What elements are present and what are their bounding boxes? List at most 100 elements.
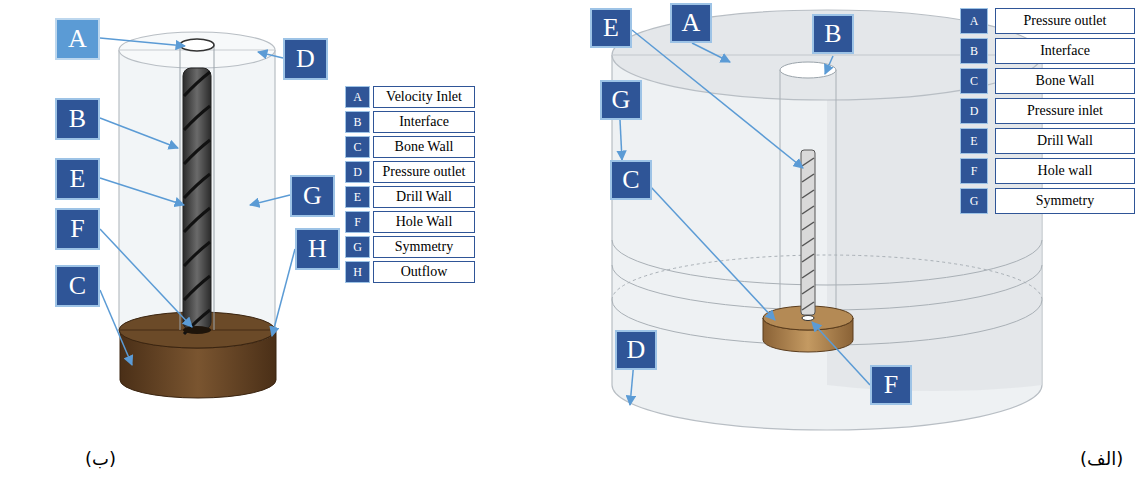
callout-letter: D xyxy=(353,165,362,180)
cylinder-top xyxy=(119,32,275,68)
region-bands xyxy=(612,240,1042,345)
legend-label: Symmetry xyxy=(1036,193,1094,209)
hole xyxy=(183,326,211,334)
flute xyxy=(802,222,814,230)
legend-label: Interface xyxy=(1040,43,1090,59)
callout-letter: D xyxy=(970,104,979,119)
legend-key: B xyxy=(345,111,370,133)
legend-label: Bone Wall xyxy=(1036,73,1095,89)
legend-label: Hole wall xyxy=(1038,163,1093,179)
flute xyxy=(802,238,814,246)
legend-value: Velocity Inlet xyxy=(373,86,475,108)
callout-letter: D xyxy=(627,335,646,365)
legend-key: G xyxy=(345,236,370,258)
callout-box: E xyxy=(55,158,100,200)
flute xyxy=(802,158,814,166)
legend-value: Pressure outlet xyxy=(373,161,475,183)
callout-letter: E xyxy=(603,13,619,43)
legend-key: D xyxy=(960,98,988,124)
callout-letter: H xyxy=(353,265,362,280)
legend-key: F xyxy=(345,211,370,233)
flute xyxy=(802,174,814,182)
callout-box: G xyxy=(290,175,335,217)
legend-label: Bone Wall xyxy=(395,139,454,155)
callout-letter: A xyxy=(682,8,701,38)
legend-key: G xyxy=(960,188,988,214)
legend-key: D xyxy=(345,161,370,183)
legend-label: Interface xyxy=(399,114,449,130)
hole xyxy=(802,316,814,321)
left-model xyxy=(119,32,276,398)
inlet-ring xyxy=(180,39,214,51)
callout-box: E xyxy=(590,8,632,48)
flute xyxy=(184,276,210,300)
callout-box: F xyxy=(55,208,100,250)
legend-label: Drill Wall xyxy=(396,189,452,205)
leader-lines-right xyxy=(620,30,870,405)
callout-letter: E xyxy=(70,164,86,194)
callout-letter: A xyxy=(353,90,362,105)
callout-box: B xyxy=(55,98,100,140)
callout-letter: B xyxy=(970,44,978,59)
legend-label: Drill Wall xyxy=(1037,133,1093,149)
drill-flutes xyxy=(184,72,210,334)
legend-value: Pressure outlet xyxy=(995,8,1135,34)
callout-letter: F xyxy=(354,215,361,230)
legend-label: Symmetry xyxy=(395,239,453,255)
fluid-cylinder xyxy=(119,50,275,348)
callout-letter: C xyxy=(353,140,361,155)
legend-value: Interface xyxy=(373,111,475,133)
legend-value: Bone Wall xyxy=(995,68,1135,94)
legend-value: Symmetry xyxy=(995,188,1135,214)
legend-value: Bone Wall xyxy=(373,136,475,158)
callout-box: C xyxy=(55,265,100,307)
flute xyxy=(184,208,210,232)
callout-box: D xyxy=(615,330,657,370)
callout-letter: E xyxy=(354,190,361,205)
leader-lines-left xyxy=(100,38,295,365)
legend-key: C xyxy=(960,68,988,94)
callout-letter: G xyxy=(303,181,322,211)
legend-key: C xyxy=(345,136,370,158)
callout-box: F xyxy=(870,365,912,405)
callout-letter: B xyxy=(824,19,841,49)
legend-value: Drill Wall xyxy=(373,186,475,208)
inner-tube xyxy=(780,70,836,330)
fluid-domain xyxy=(612,55,1042,430)
callout-box: A xyxy=(670,3,712,43)
legend-key: E xyxy=(345,186,370,208)
callout-box: B xyxy=(812,14,854,54)
legend-label: Outflow xyxy=(401,264,448,280)
callout-letter: F xyxy=(884,370,898,400)
callout-box: A xyxy=(55,18,100,60)
drill xyxy=(183,68,211,330)
callout-letter: H xyxy=(308,234,327,264)
tube-top xyxy=(780,62,836,78)
flute xyxy=(802,206,814,214)
flute xyxy=(802,286,814,294)
legend-value: Symmetry xyxy=(373,236,475,258)
flute xyxy=(802,302,814,310)
legend-label: Hole Wall xyxy=(396,214,453,230)
callout-letter: C xyxy=(622,165,639,195)
callout-letter: C xyxy=(970,74,978,89)
legend-value: Hole Wall xyxy=(373,211,475,233)
panel-caption: (الف) xyxy=(1080,448,1123,469)
legend-value: Outflow xyxy=(373,261,475,283)
flute xyxy=(802,254,814,262)
legend-key: F xyxy=(960,158,988,184)
callout-letter: F xyxy=(70,214,84,244)
legend-value: Drill Wall xyxy=(995,128,1135,154)
callout-letter: G xyxy=(612,85,631,115)
legend-value: Interface xyxy=(995,38,1135,64)
callout-letter: G xyxy=(353,240,362,255)
flute xyxy=(184,242,210,266)
flute xyxy=(184,174,210,198)
legend-key: B xyxy=(960,38,988,64)
callout-letter: A xyxy=(970,14,979,29)
inner-tube xyxy=(180,45,214,330)
callout-letter: E xyxy=(970,134,977,149)
callout-letter: G xyxy=(970,194,979,209)
legend-label: Pressure inlet xyxy=(1027,103,1103,119)
callout-box: C xyxy=(610,160,652,200)
